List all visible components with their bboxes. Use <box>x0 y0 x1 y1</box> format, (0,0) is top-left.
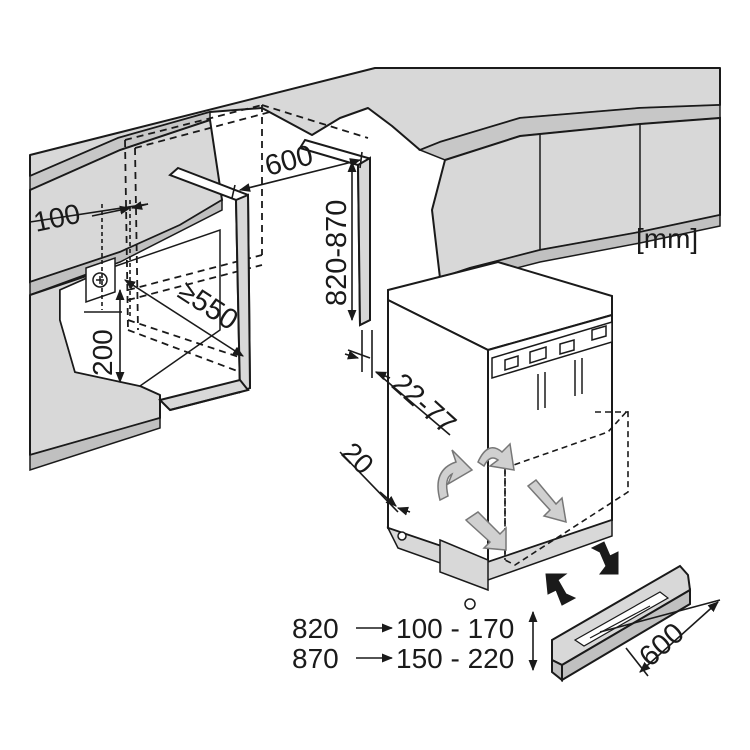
airflow-arrow-icon <box>526 478 567 524</box>
plinth-table-niche-2: 870 <box>292 643 339 674</box>
power-socket-icon <box>85 256 116 304</box>
fridge-appliance <box>386 260 613 610</box>
plinth-dashed-box <box>504 407 629 566</box>
kitchen-counter <box>29 67 721 472</box>
dim-recess-height: 820-870 <box>321 200 353 306</box>
airflow-arrow-icon <box>464 511 507 551</box>
plinth-table-plinth-1: 100 - 170 <box>396 613 514 644</box>
arrow-out-icon <box>590 541 619 575</box>
plinth-table-niche-1: 820 <box>292 613 339 644</box>
plinth-move-arrows <box>545 541 619 606</box>
plinth-table-plinth-2: 150 - 220 <box>396 643 514 674</box>
airflow-arrow-icon <box>437 449 474 502</box>
dim-plinth-setback: 20 <box>336 436 380 480</box>
dimension-lines <box>29 151 721 677</box>
arrow-in-icon <box>545 573 577 606</box>
dim-socket-vertical: 200 <box>87 329 118 376</box>
side-panels <box>158 138 372 418</box>
airflow-arrow-icon <box>477 442 515 471</box>
units-label: [mm] <box>636 223 698 254</box>
dim-recess-width: 600 <box>262 139 317 182</box>
airflow-arrows <box>437 442 567 551</box>
